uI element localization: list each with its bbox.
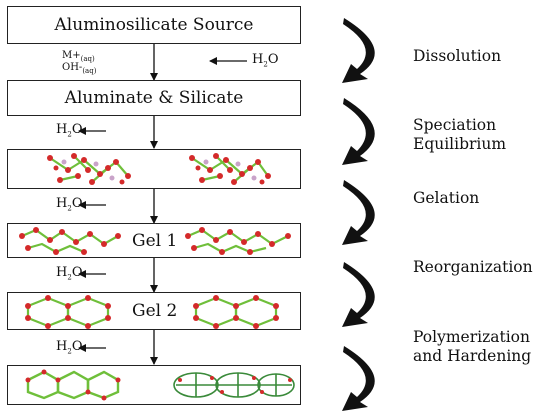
gel2-label: Gel 2 bbox=[130, 301, 180, 321]
polymer-structure-right bbox=[173, 372, 295, 398]
gel1-structure-left bbox=[19, 227, 121, 255]
aluminosilicate-source-label: Aluminosilicate Source bbox=[54, 15, 254, 35]
water-label-5: H2O bbox=[56, 339, 83, 356]
gel2-box: Gel 2 bbox=[7, 292, 301, 330]
gel1-structure-right bbox=[185, 227, 291, 255]
water-label-1: H2O bbox=[252, 52, 279, 69]
curved-arrow-speciation bbox=[342, 98, 375, 165]
polymer-box bbox=[7, 365, 301, 405]
oligomer-box bbox=[7, 149, 301, 189]
curved-arrow-gelation bbox=[342, 180, 375, 245]
stage-speciation-1: Speciation bbox=[413, 116, 497, 134]
water-label-2: H2O bbox=[56, 122, 83, 139]
water-arrows bbox=[78, 57, 247, 352]
ion-oh-sub: (aq) bbox=[82, 67, 97, 75]
gel2-structure-right bbox=[193, 295, 279, 329]
polymer-structure-left bbox=[25, 369, 121, 401]
aluminate-silicate-label: Aluminate & Silicate bbox=[64, 88, 244, 108]
water-label-4: H2O bbox=[56, 265, 83, 282]
stage-polymerization-1: Polymerization bbox=[413, 328, 530, 346]
aluminate-silicate-box: Aluminate & Silicate bbox=[7, 80, 301, 116]
ion-oh-base: OH- bbox=[62, 62, 83, 73]
gel1-label: Gel 1 bbox=[130, 230, 180, 251]
stage-speciation-2: Equilibrium bbox=[413, 135, 507, 153]
curved-arrow-dissolution bbox=[342, 18, 375, 83]
stage-polymerization-2: and Hardening bbox=[413, 347, 532, 365]
curved-arrow-reorganization bbox=[342, 262, 375, 327]
oligomer-cluster-right bbox=[189, 153, 271, 185]
gel2-structure-left bbox=[25, 295, 111, 329]
curved-arrow-polymerization bbox=[342, 346, 375, 411]
stage-reorganization: Reorganization bbox=[413, 258, 533, 276]
oligomer-cluster-left bbox=[47, 153, 131, 185]
ion-label-oh: OH-(aq) bbox=[62, 62, 96, 77]
stage-gelation: Gelation bbox=[413, 189, 480, 207]
curved-arrows bbox=[342, 18, 375, 411]
water-label-3: H2O bbox=[56, 196, 83, 213]
aluminosilicate-source-box: Aluminosilicate Source bbox=[7, 6, 301, 44]
stage-dissolution: Dissolution bbox=[413, 47, 502, 65]
ion-label-m: M+(aq) bbox=[62, 50, 95, 65]
gel1-box: Gel 1 bbox=[7, 223, 301, 258]
ion-m-sub: (aq) bbox=[80, 55, 95, 63]
ion-m-base: M+ bbox=[62, 50, 81, 61]
